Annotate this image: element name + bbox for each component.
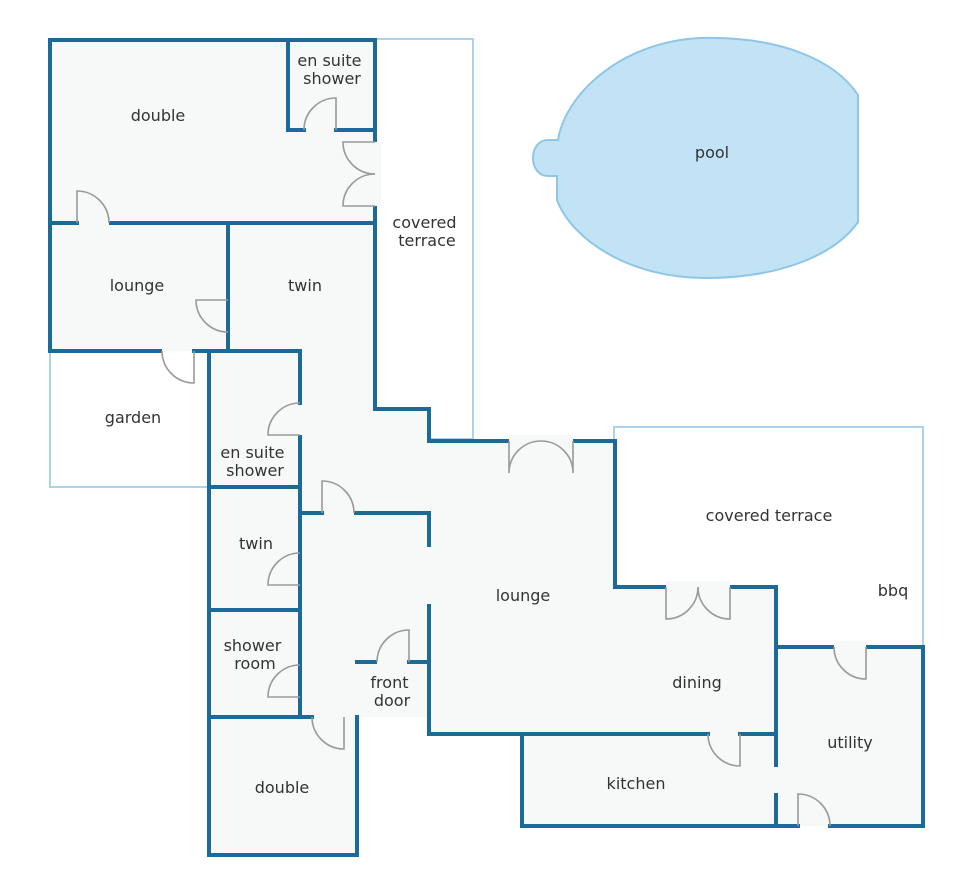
label-twin-mid: twin [239,534,273,553]
door-utility-terrace [833,646,867,680]
label-kitchen: kitchen [607,774,666,793]
walls [48,38,925,857]
label-pool: pool [695,143,729,162]
door-terrace-top-upper [342,141,376,175]
label-shower-room: shower room [224,636,287,673]
label-utility: utility [827,733,873,752]
door-ensuite-top [303,97,337,131]
garden-area [49,349,211,488]
door-hall [321,480,355,514]
label-twin-top: twin [288,276,322,295]
room-labels: double en suite shower covered terrace p… [105,51,908,797]
door-double-bottom [311,716,345,750]
label-lounge-main: lounge [496,586,551,605]
door-dining-terrace-left [665,586,699,620]
label-covered-terrace-right: covered terrace [706,506,833,525]
door-lounge-twin [195,299,229,333]
door-lounge-terrace-left [508,440,542,474]
label-ensuite-top: en suite shower [297,51,366,88]
door-kitchen-utility [797,793,831,827]
covered-terrace-top-area [374,38,474,440]
door-front [376,629,410,663]
door-terrace-top-lower [342,173,376,207]
label-double-top: double [131,106,186,125]
door-shower-room [267,664,301,698]
door-lounge-terrace-right [540,440,574,474]
interior-floor [50,40,923,855]
label-front-door: front door [370,673,413,710]
door-twin-mid [267,552,301,586]
label-double-bottom: double [255,778,310,797]
door-kitchen-dining [707,733,741,767]
label-garden: garden [105,408,161,427]
label-ensuite-mid: en suite shower [220,443,289,480]
door-ensuite-mid [267,402,301,436]
label-bbq: bbq [878,581,908,600]
label-dining: dining [672,673,721,692]
door-double-top [76,190,110,224]
door-garden [161,350,195,384]
label-lounge-left: lounge [110,276,165,295]
doors [76,97,867,827]
door-dining-terrace-right [697,586,731,620]
pool-shape [532,36,859,280]
label-covered-terrace-top: covered terrace [392,213,461,250]
